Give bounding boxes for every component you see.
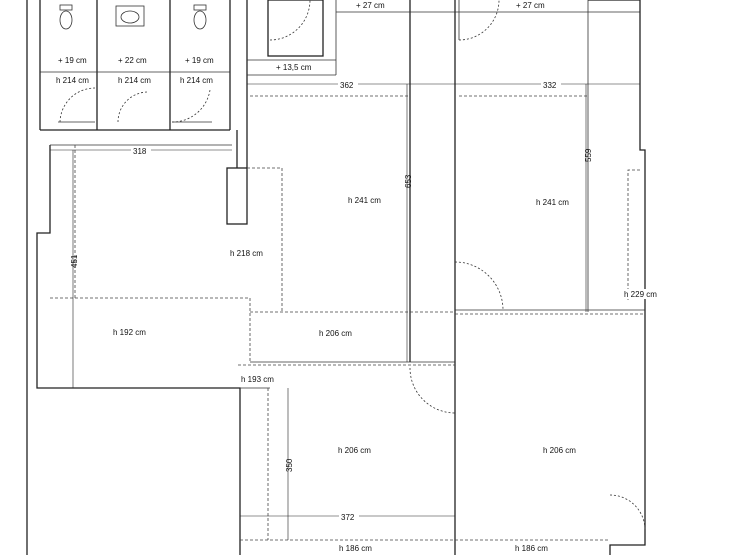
dimension-labels: 318 362 332 653 559 451 350 372 [70,80,593,522]
label-left-low: h 192 cm [113,328,146,337]
label-wash-depth: + 22 cm [118,56,147,65]
dim-653: 653 [404,174,413,188]
toilet-right-icon [193,10,207,30]
label-main-left: h 218 cm [230,249,263,258]
walls [26,0,646,555]
label-bottom-strip-right: h 186 cm [515,544,548,553]
label-top-b: + 27 cm [516,1,545,10]
fixtures [59,4,207,30]
label-bottom-strip-left: h 186 cm [339,544,372,553]
label-bottom-left: h 206 cm [338,446,371,455]
room-labels: + 19 cm h 214 cm + 22 cm h 214 cm + 19 c… [56,1,660,553]
label-wash-height: h 214 cm [118,76,151,85]
doors [58,0,646,531]
toilet-left-icon [59,10,73,30]
label-wc-right-height: h 214 cm [180,76,213,85]
dim-332: 332 [543,81,557,90]
label-wc-left-height: h 214 cm [56,76,89,85]
label-corridor: h 206 cm [319,329,352,338]
dim-559: 559 [584,148,593,162]
sink-icon [115,5,145,27]
label-right-edge: h 229 cm [624,290,657,299]
dim-451: 451 [70,254,79,268]
dim-350: 350 [285,458,294,472]
label-bottom-right: h 206 cm [543,446,576,455]
label-center: h 241 cm [348,196,381,205]
label-wc-left-depth: + 19 cm [58,56,87,65]
label-top-a: + 27 cm [356,1,385,10]
dim-362: 362 [340,81,354,90]
label-lower-corner: h 193 cm [241,375,274,384]
label-wc-right-depth: + 19 cm [185,56,214,65]
dim-318: 318 [133,147,147,156]
label-right: h 241 cm [536,198,569,207]
dim-372: 372 [341,513,355,522]
dashed-outlines [50,95,645,541]
label-step: + 13,5 cm [276,63,312,72]
